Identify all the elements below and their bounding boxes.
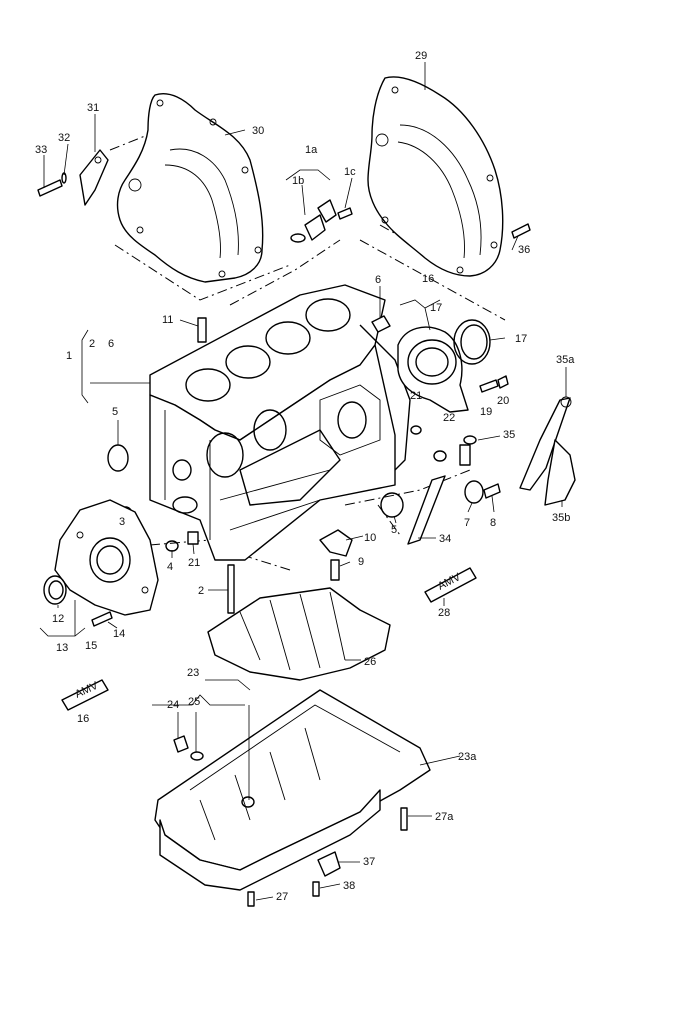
tube-34 — [407, 475, 446, 545]
sealant-tube-28: AMV — [424, 567, 477, 603]
callout-29: 29 — [415, 50, 427, 62]
callout-15: 15 — [85, 640, 97, 652]
callout-1b: 1b — [292, 175, 304, 187]
plug-24-25 — [173, 735, 204, 761]
dipstick-guide-35a — [519, 396, 572, 491]
leader-lines — [39, 62, 567, 901]
callout-3: 3 — [119, 516, 125, 528]
callout-35a: 35a — [556, 354, 575, 366]
cylinder-block — [149, 284, 411, 561]
bolt-14 — [91, 611, 113, 627]
callout-36: 36 — [518, 244, 530, 256]
callout-4: 4 — [167, 561, 173, 573]
callout-37: 37 — [363, 856, 375, 868]
callout-1: 1 — [66, 350, 72, 362]
sealant-tube-16: AMV — [61, 679, 109, 711]
bolts-27 — [247, 807, 408, 907]
callout-1a: 1a — [305, 144, 318, 156]
oil-baffle — [207, 587, 391, 681]
callout-34: 34 — [439, 533, 451, 545]
seal-ring-17 — [453, 319, 491, 365]
callout-16: 16 — [77, 713, 89, 725]
seal-carrier-21 — [397, 326, 469, 413]
callout-14: 14 — [113, 628, 125, 640]
callout-2: 2 — [198, 585, 204, 597]
callout-27: 27 — [276, 891, 288, 903]
bolt-9 — [330, 559, 340, 581]
bolt-33 — [37, 179, 63, 197]
callout-28: 28 — [438, 607, 450, 619]
callout-25: 25 — [188, 696, 200, 708]
rear-plate-left — [116, 93, 264, 283]
callout-26: 26 — [364, 656, 376, 668]
callout-5: 5 — [112, 406, 118, 418]
bracket-31 — [79, 149, 109, 206]
callout-19: 19 — [480, 406, 492, 418]
callout-20: 20 — [497, 395, 509, 407]
callout-30: 30 — [252, 125, 264, 137]
bolt-2 — [227, 564, 235, 614]
callout-35b: 35b — [552, 512, 570, 524]
callout-38: 38 — [343, 880, 355, 892]
callout-23a: 23a — [458, 751, 477, 763]
callout-2: 2 — [89, 338, 95, 350]
bolts-19-20 — [479, 375, 509, 393]
callout-7: 7 — [464, 517, 470, 529]
callout-6: 6 — [375, 274, 381, 286]
callout-35: 35 — [503, 429, 515, 441]
callout-10: 10 — [364, 532, 376, 544]
callout-31: 31 — [87, 102, 99, 114]
callout-13: 13 — [56, 642, 68, 654]
callout-33: 33 — [35, 144, 47, 156]
callout-27a: 27a — [435, 811, 454, 823]
callout-6: 6 — [108, 338, 114, 350]
callout-1c: 1c — [344, 166, 356, 178]
front-cover — [54, 499, 159, 616]
oil-sensor-37 — [317, 851, 341, 877]
nipple-35 — [410, 425, 477, 466]
callout-8: 8 — [490, 517, 496, 529]
dowel-11 — [197, 317, 207, 343]
sensor-7-8 — [464, 480, 501, 504]
callout-17: 17 — [515, 333, 527, 345]
callout-labels: 29 30 31 32 33 1a 1b 1c 16 36 6 17 17 11… — [35, 50, 575, 903]
rear-plate-right — [367, 76, 504, 277]
callout-17: 17 — [430, 302, 442, 314]
seal-12 — [43, 575, 67, 605]
callout-24: 24 — [167, 699, 179, 711]
bracket-10 — [319, 529, 353, 557]
callout-22: 22 — [443, 412, 455, 424]
callout-23: 23 — [187, 667, 199, 679]
callout-32: 32 — [58, 132, 70, 144]
callout-9: 9 — [358, 556, 364, 568]
callout-12: 12 — [52, 613, 64, 625]
bolt-36 — [511, 223, 531, 239]
callout-21: 21 — [410, 390, 422, 402]
callout-5: 5 — [391, 524, 397, 536]
sensor-assembly-1a — [290, 199, 353, 243]
callout-11: 11 — [162, 314, 173, 326]
callout-16: 16 — [422, 273, 434, 285]
oil-pan — [154, 689, 431, 891]
bracket-35b — [544, 439, 576, 506]
callout-21: 21 — [188, 557, 200, 569]
